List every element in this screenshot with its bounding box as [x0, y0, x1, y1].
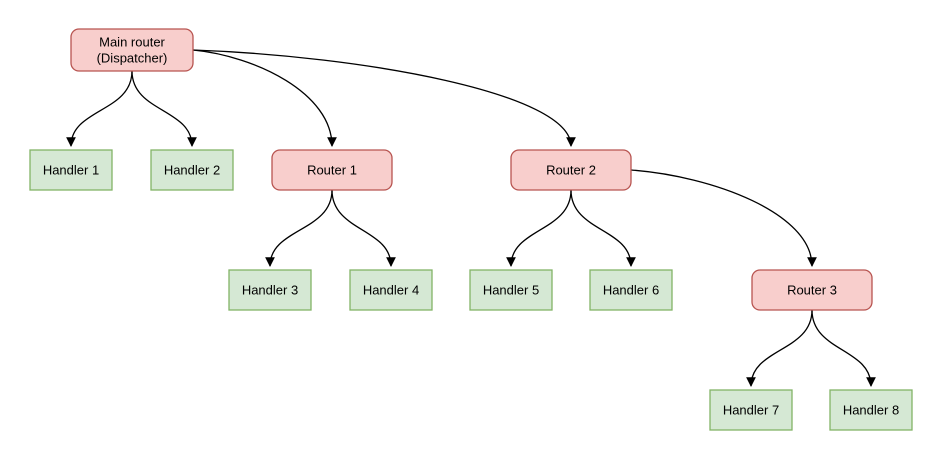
edge-router-1-to-handler-3	[265, 189, 333, 267]
node-router-2: Router 2	[510, 149, 632, 191]
node-handler-6-label: Handler 6	[603, 283, 659, 298]
node-main-router-label: Main router(Dispatcher)	[97, 35, 168, 66]
node-router-1-box	[271, 149, 393, 191]
node-handler-2-label: Handler 2	[164, 163, 220, 178]
node-handler-6: Handler 6	[589, 269, 673, 311]
node-main-router-box	[70, 28, 194, 72]
node-handler-5-label: Handler 5	[483, 283, 539, 298]
nodes-layer: Main router(Dispatcher) Handler 1 Handler …	[29, 28, 913, 431]
node-handler-2-box	[150, 149, 234, 191]
edge-router-2-to-router-3	[630, 169, 817, 267]
edge-router-2-to-handler-5	[506, 189, 572, 267]
edge-main-router-to-router-2	[192, 49, 576, 147]
node-handler-5-box	[469, 269, 553, 311]
node-handler-1-box	[29, 149, 113, 191]
node-handler-1-label: Handler 1	[43, 163, 99, 178]
node-handler-4-box	[349, 269, 433, 311]
node-handler-3-label: Handler 3	[242, 283, 298, 298]
node-router-2-box	[510, 149, 632, 191]
node-handler-5: Handler 5	[469, 269, 553, 311]
node-handler-8-box	[829, 389, 913, 431]
node-handler-4-label: Handler 4	[363, 283, 419, 298]
node-handler-8: Handler 8	[829, 389, 913, 431]
node-handler-2: Handler 2	[150, 149, 234, 191]
node-handler-6-box	[589, 269, 673, 311]
edges-layer	[66, 49, 876, 387]
node-handler-1: Handler 1	[29, 149, 113, 191]
node-handler-4: Handler 4	[349, 269, 433, 311]
node-handler-8-label: Handler 8	[843, 403, 899, 418]
edge-router-3-to-handler-8	[811, 309, 876, 387]
edge-router-2-to-handler-6	[570, 189, 636, 267]
node-router-3-box	[751, 269, 873, 311]
edge-main-router-to-handler-1	[66, 70, 133, 147]
node-handler-7-box	[709, 389, 793, 431]
node-handler-7-label: Handler 7	[723, 403, 779, 418]
edge-main-router-to-router-1	[192, 49, 337, 147]
edge-main-router-to-handler-2	[131, 70, 197, 147]
node-router-2-label: Router 2	[546, 163, 596, 178]
node-router-3-label: Router 3	[787, 283, 837, 298]
node-handler-3: Handler 3	[228, 269, 312, 311]
node-main-router: Main router(Dispatcher)	[70, 28, 194, 72]
node-handler-7: Handler 7	[709, 389, 793, 431]
edge-router-1-to-handler-4	[331, 189, 396, 267]
edge-router-3-to-handler-7	[746, 309, 813, 387]
node-router-1: Router 1	[271, 149, 393, 191]
node-router-3: Router 3	[751, 269, 873, 311]
node-handler-3-box	[228, 269, 312, 311]
node-router-1-label: Router 1	[307, 163, 357, 178]
